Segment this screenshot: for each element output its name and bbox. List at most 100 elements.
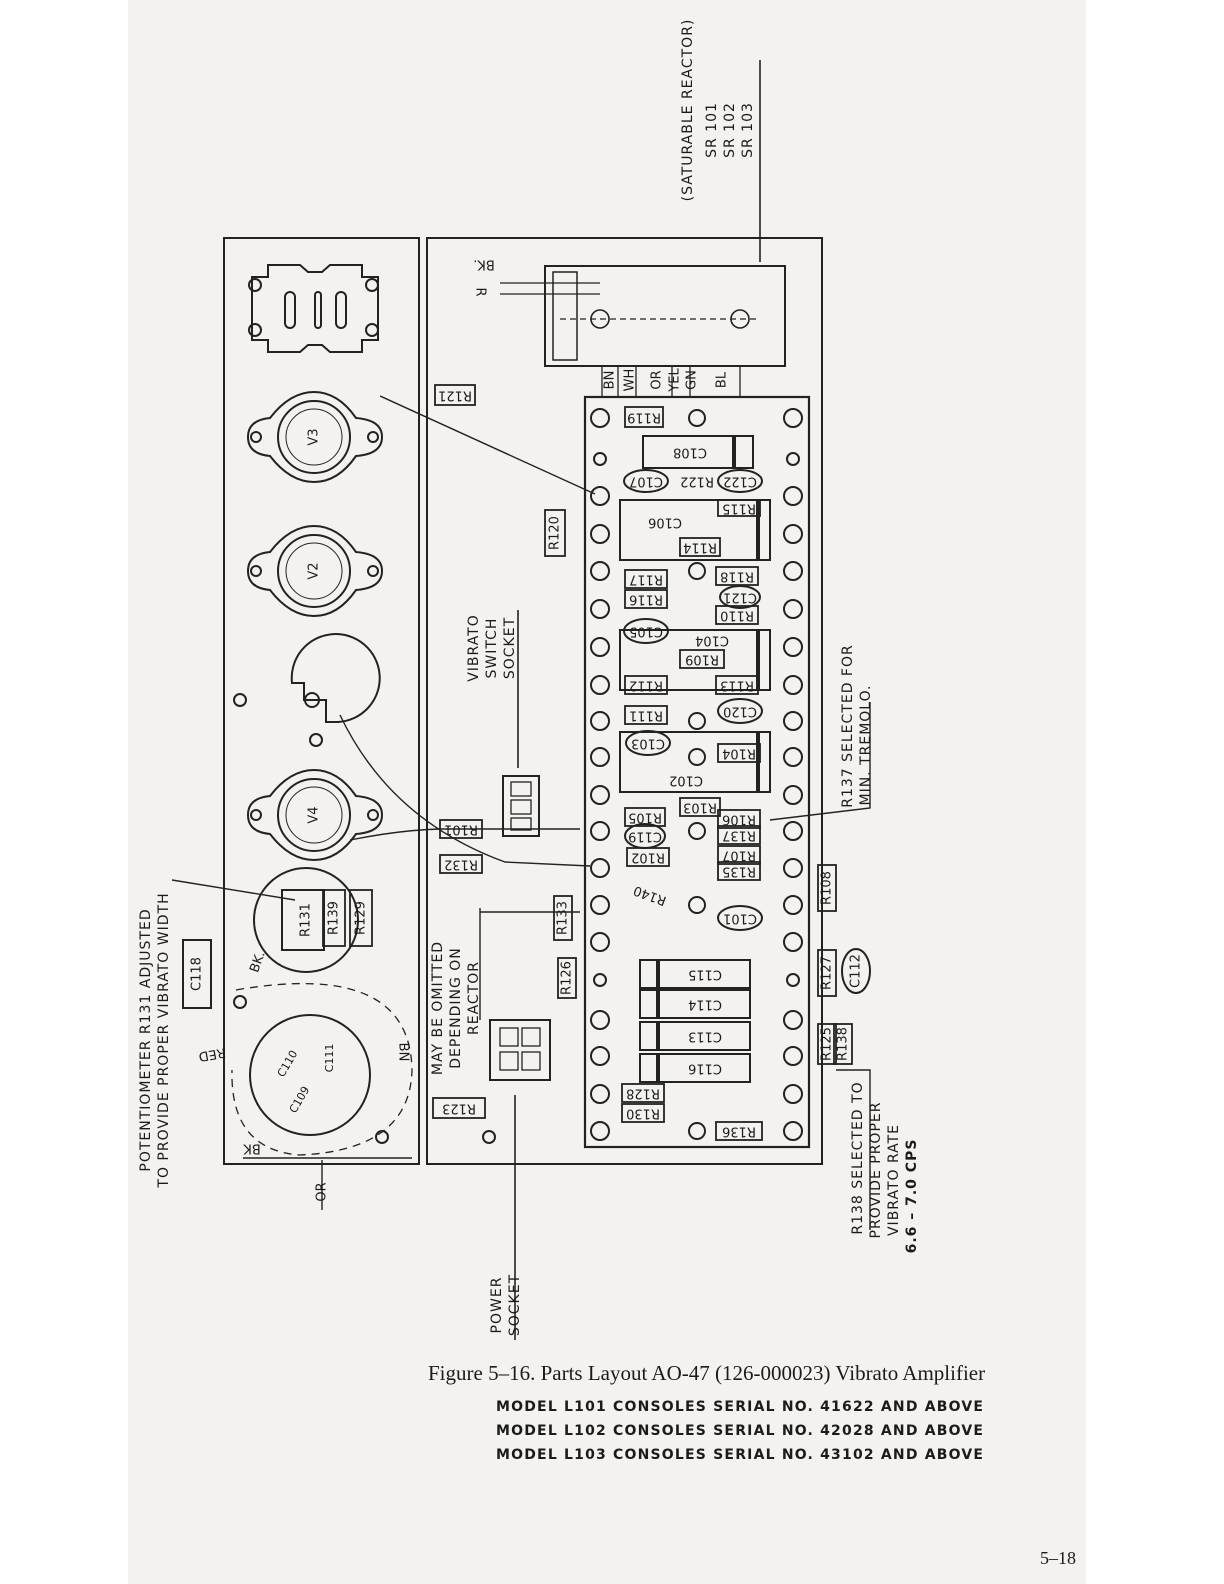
note-may-be-omitted-3: REACTOR: [466, 961, 482, 1035]
capacitor-c116: [639, 1053, 751, 1083]
note-potentiometer-2: TO PROVIDE PROPER VIBRATO WIDTH: [156, 892, 172, 1188]
wire-gn: GN: [685, 370, 700, 390]
label-c113: C113: [688, 1029, 722, 1044]
label-r113: R113: [720, 678, 754, 693]
note-potentiometer-1: POTENTIOMETER R131 ADJUSTED: [138, 908, 154, 1171]
model-line-3: MODEL L103 CONSOLES SERIAL NO. 43102 AND…: [496, 1447, 985, 1463]
capacitor-c106: [619, 499, 771, 561]
label-r133: R133: [556, 901, 571, 935]
note-r138-3: VIBRATO RATE: [886, 1124, 902, 1236]
label-r139: R139: [327, 901, 342, 935]
label-r116: R116: [629, 592, 663, 607]
potentiometer-r131: [253, 867, 359, 973]
capacitor-c102: [619, 731, 771, 793]
wire-r: R: [473, 287, 488, 296]
tube-socket-v4: [246, 768, 384, 862]
wire-yel: YEL: [668, 368, 683, 393]
wire-bl: BL: [715, 371, 730, 388]
label-r136: R136: [722, 1124, 756, 1139]
capacitor-c120: [717, 698, 763, 724]
switch-cutout: [290, 633, 381, 723]
terminal-board: [583, 395, 811, 1149]
socket-mount-plate: [251, 264, 379, 353]
label-c106: C106: [648, 515, 682, 530]
label-c118: C118: [190, 957, 205, 991]
label-c119: C119: [628, 829, 662, 844]
note-sr103: SR 103: [740, 102, 756, 158]
capacitor-c115: [639, 959, 751, 989]
label-r130: R130: [626, 1106, 660, 1121]
label-r112: R112: [629, 678, 663, 693]
note-sr101: SR 101: [704, 102, 720, 158]
wire-bn: BN: [603, 371, 618, 390]
label-r105: R105: [628, 810, 662, 825]
label-v3: V3: [307, 428, 322, 445]
label-r137: R137: [722, 828, 756, 843]
model-list: MODEL L101 CONSOLES SERIAL NO. 41622 AND…: [496, 1395, 984, 1467]
note-vibrato-switch-1: VIBRATO: [466, 614, 482, 682]
tube-socket-v2: [246, 524, 384, 618]
filter-capacitor-can: [249, 1014, 371, 1136]
wire-or-bottom: OR: [315, 1182, 330, 1201]
label-c110: C110: [275, 1048, 301, 1079]
saturable-reactor: [544, 265, 786, 367]
label-r108: R108: [820, 871, 835, 905]
label-r125: R125: [820, 1027, 835, 1061]
wire-bk-bottom: BK: [243, 1141, 261, 1156]
label-c111: C111: [323, 1044, 336, 1073]
model-line-2: MODEL L102 CONSOLES SERIAL NO. 42028 AND…: [496, 1423, 985, 1439]
label-c122: C122: [723, 474, 757, 489]
capacitor-c101: [717, 905, 763, 931]
label-c105: C105: [629, 624, 663, 639]
label-r106: R106: [722, 812, 756, 827]
note-r137-1: R137 SELECTED FOR: [840, 644, 856, 807]
label-r107: R107: [722, 848, 756, 863]
label-r101: R101: [444, 822, 478, 837]
label-r102: R102: [631, 850, 665, 865]
label-c101: C101: [723, 911, 757, 926]
capacitor-c107: [623, 469, 669, 493]
label-r140: R140: [632, 882, 669, 908]
label-r131: R131: [299, 903, 314, 937]
tube-socket-v3: [246, 390, 384, 484]
label-r123: R123: [442, 1101, 476, 1116]
capacitor-c108: [642, 435, 754, 469]
label-c103: C103: [631, 736, 665, 751]
figure-caption: Figure 5–16. Parts Layout AO-47 (126-000…: [428, 1361, 986, 1385]
wire-bk-pot: BK.: [247, 949, 268, 974]
label-r103: R103: [683, 800, 717, 815]
note-r137-2: MIN. TREMOLO.: [858, 684, 874, 805]
label-r121: R121: [438, 388, 472, 403]
label-r132: R132: [444, 857, 478, 872]
label-r109: R109: [685, 652, 719, 667]
label-c121: C121: [723, 590, 757, 605]
capacitor-c122: [717, 469, 763, 493]
label-r127: R127: [820, 956, 835, 990]
wire-red: RED: [197, 1044, 226, 1064]
label-r126: R126: [560, 961, 575, 995]
label-r111: R111: [629, 708, 663, 723]
label-r135: R135: [722, 864, 756, 879]
page-number: 5–18: [1040, 1548, 1076, 1568]
note-sr102: SR 102: [722, 102, 738, 158]
note-r138-4: 6.6 – 7.0 CPS: [904, 1139, 920, 1254]
model-line-1: MODEL L101 CONSOLES SERIAL NO. 41622 AND…: [496, 1399, 985, 1415]
label-c104: C104: [695, 633, 729, 648]
wire-or: OR: [650, 370, 665, 389]
label-c107: C107: [629, 474, 663, 489]
capacitor-c114: [639, 989, 751, 1019]
label-c115: C115: [688, 967, 722, 982]
label-r138: R138: [836, 1027, 851, 1061]
capacitor-c113: [639, 1021, 751, 1051]
note-saturable-reactor: (SATURABLE REACTOR): [680, 19, 696, 202]
power-socket: [489, 1019, 551, 1081]
label-r119: R119: [627, 410, 661, 425]
label-v4: V4: [307, 806, 322, 823]
note-power-socket-2: SOCKET: [507, 1274, 523, 1336]
label-v2: V2: [307, 562, 322, 579]
label-c108: C108: [673, 445, 707, 460]
capacitor-c118: [182, 939, 212, 1009]
label-c120: C120: [723, 704, 757, 719]
